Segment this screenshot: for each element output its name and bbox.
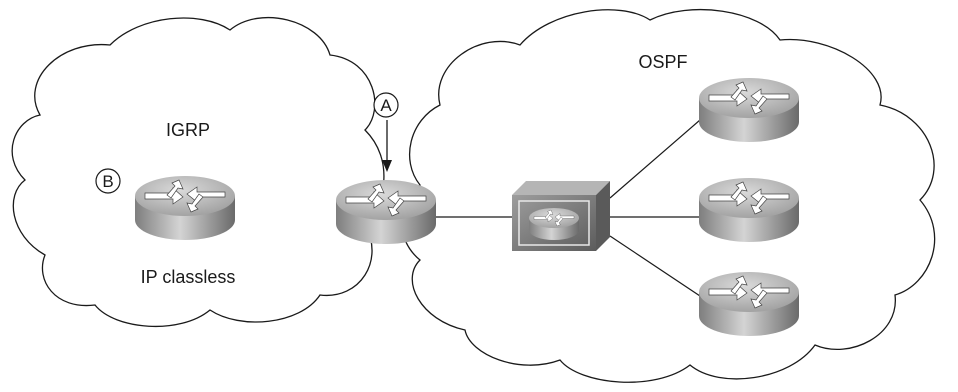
- igrp-cloud: [11, 16, 385, 327]
- marker-a: A: [380, 96, 392, 115]
- arrow-a-icon: [382, 120, 392, 172]
- link-switch-to-router-top: [609, 119, 701, 199]
- ospf-label: OSPF: [638, 52, 687, 72]
- ospf-cloud: [400, 9, 936, 383]
- ip-classless-label: IP classless: [141, 267, 236, 287]
- marker-b-circle: [95, 168, 121, 194]
- layer3-switch-icon: [512, 181, 610, 251]
- router-b-icon: [134, 175, 236, 241]
- ospf-router-bottom-icon: [698, 271, 800, 337]
- link-switch-to-router-bottom: [609, 235, 701, 297]
- ospf-router-top-icon: [698, 77, 800, 143]
- marker-a-circle: [373, 92, 399, 118]
- router-a-icon: [335, 179, 437, 245]
- marker-b: B: [102, 172, 113, 191]
- ospf-router-middle-icon: [698, 177, 800, 243]
- igrp-label: IGRP: [166, 120, 210, 140]
